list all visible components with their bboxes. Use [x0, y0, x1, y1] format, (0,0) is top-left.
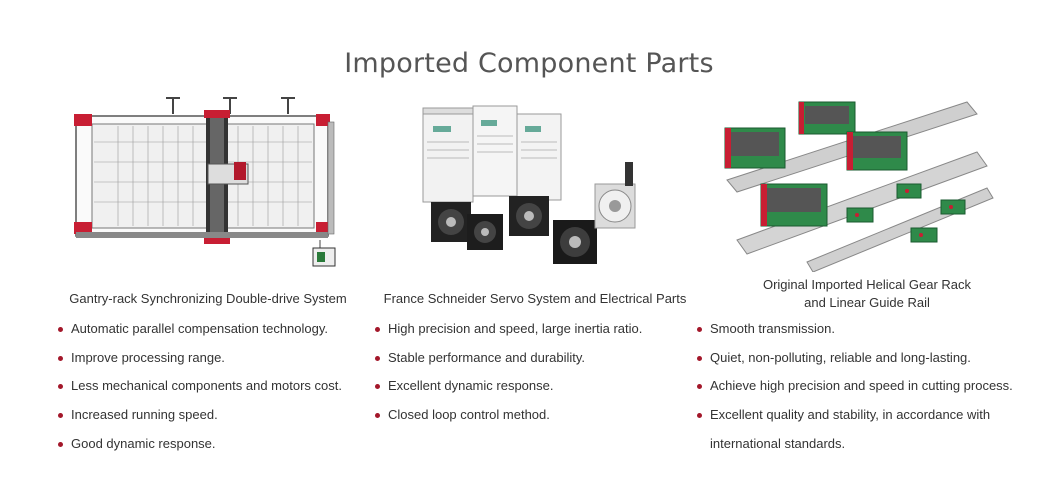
list-item: Increased running speed. — [58, 401, 358, 430]
list-item: Less mechanical components and motors co… — [58, 372, 358, 401]
bullet-icon — [697, 355, 702, 361]
caption-line: and Linear Guide Rail — [804, 295, 930, 310]
bullet-icon — [58, 384, 63, 390]
list-item: Excellent quality and stability, in acco… — [697, 401, 1030, 458]
bullet-icon — [697, 327, 702, 332]
list-item: Stable performance and durability. — [375, 344, 695, 373]
section-gantry: Gantry-rack Synchronizing Double-drive S… — [58, 92, 358, 451]
gantry-machine-image — [58, 92, 358, 272]
section-caption: Original Imported Helical Gear Rack and … — [697, 276, 1037, 312]
section-caption: Gantry-rack Synchronizing Double-drive S… — [69, 291, 347, 306]
bullet-icon — [58, 327, 63, 332]
linear-guide-rail-icon — [724, 101, 994, 272]
section-caption: France Schneider Servo System and Electr… — [383, 291, 687, 306]
list-item: High precision and speed, large inertia … — [375, 315, 695, 344]
list-item: Excellent dynamic response. — [375, 372, 695, 401]
bullet-icon — [58, 413, 63, 419]
bullet-icon — [375, 413, 380, 419]
section-guide-rail: Original Imported Helical Gear Rack and … — [697, 92, 1037, 451]
bullet-icon — [697, 413, 702, 419]
servo-motor-icon — [422, 105, 636, 264]
bullet-icon — [58, 441, 63, 447]
bullet-icon — [375, 327, 380, 332]
list-item: Achieve high precision and speed in cutt… — [697, 372, 1037, 401]
list-item: Improve processing range. — [58, 344, 358, 373]
list-item: Good dynamic response. — [58, 430, 358, 459]
bullet-icon — [375, 384, 380, 390]
servo-motor-image — [375, 92, 695, 272]
feature-list: Automatic parallel compensation technolo… — [58, 315, 358, 459]
linear-guide-rail-image — [697, 92, 1037, 272]
caption-line: Original Imported Helical Gear Rack — [762, 277, 972, 292]
list-item: Smooth transmission. — [697, 315, 1037, 344]
list-item: Automatic parallel compensation technolo… — [58, 315, 358, 344]
bullet-icon — [58, 355, 63, 361]
section-servo: France Schneider Servo System and Electr… — [375, 92, 695, 422]
list-item: Closed loop control method. — [375, 401, 695, 430]
page-title: Imported Component Parts — [344, 48, 714, 80]
bullet-icon — [375, 355, 380, 361]
feature-list: High precision and speed, large inertia … — [375, 315, 695, 430]
bullet-icon — [697, 384, 702, 390]
list-item: Quiet, non-polluting, reliable and long-… — [697, 344, 1037, 373]
feature-list: Smooth transmission. Quiet, non-pollutin… — [697, 315, 1037, 459]
gantry-machine-icon — [74, 97, 336, 267]
